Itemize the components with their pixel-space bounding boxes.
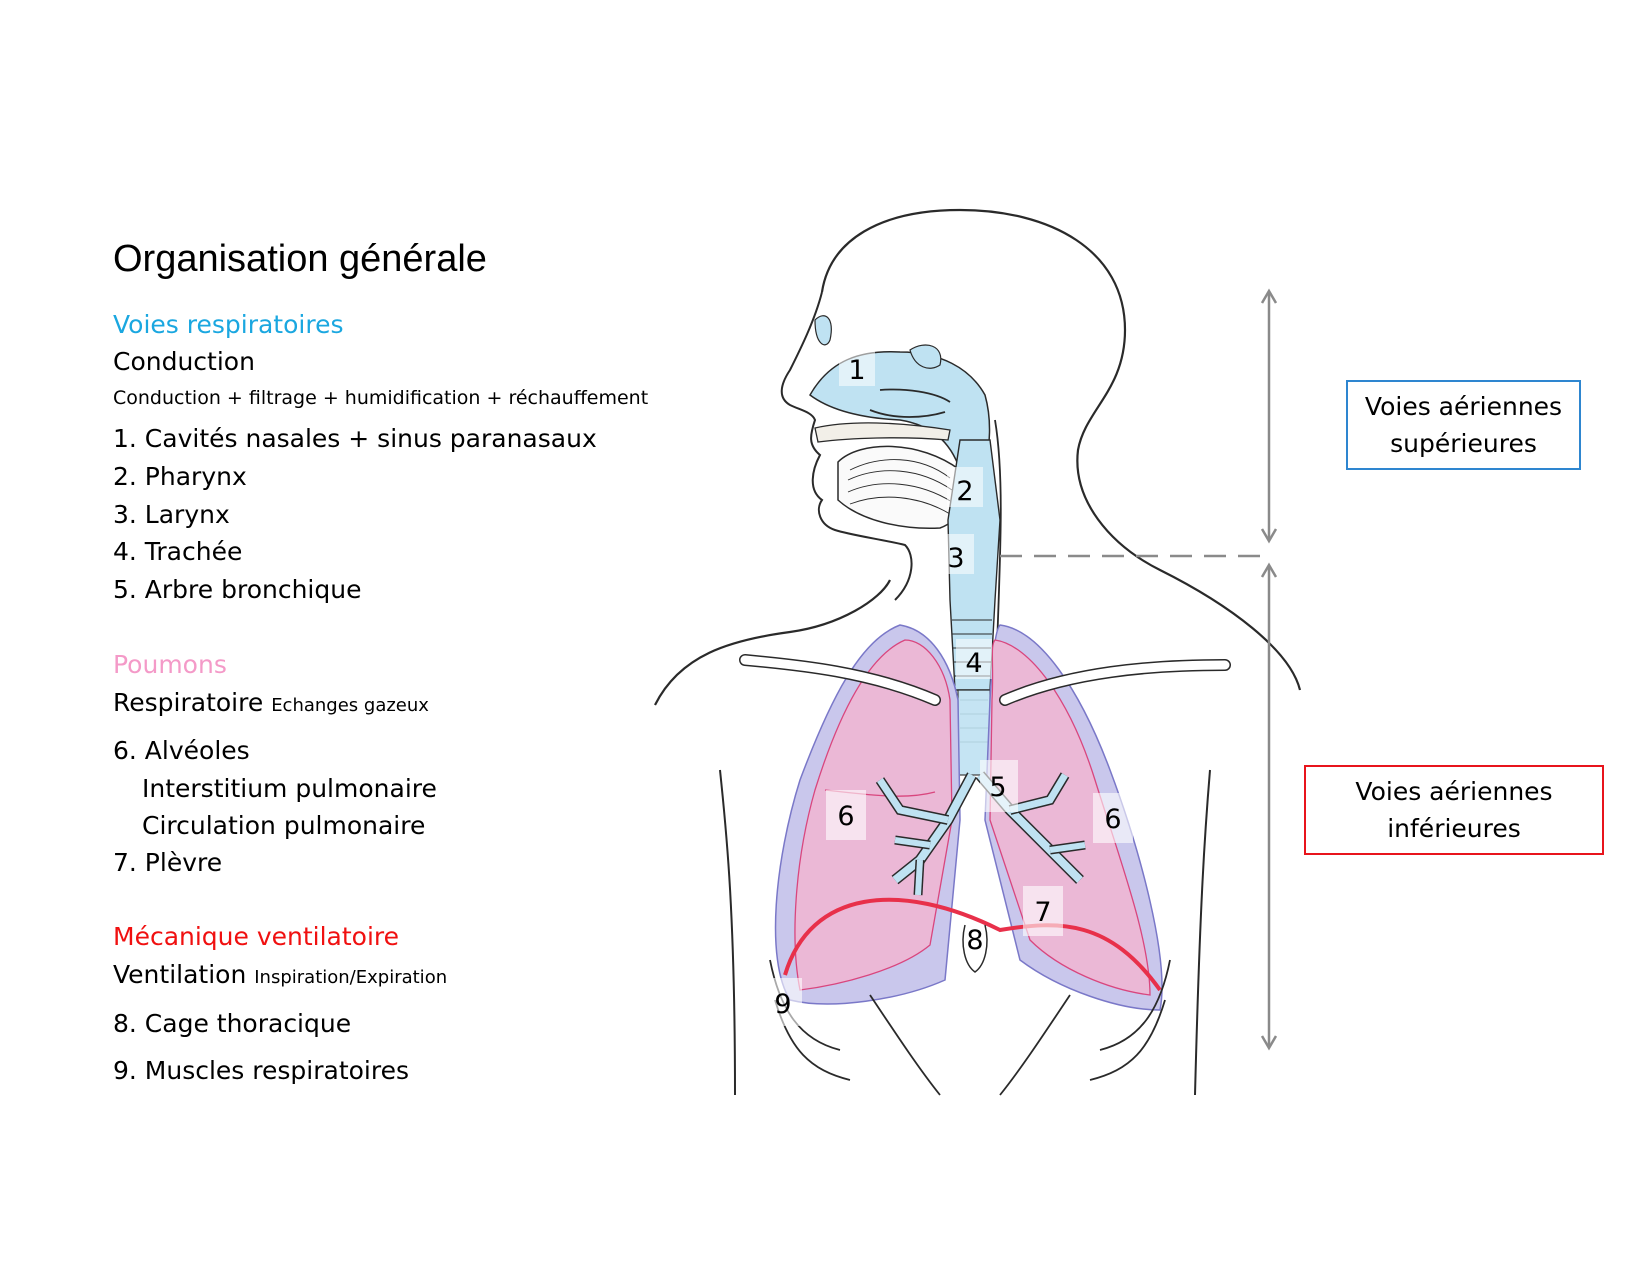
- label-8: 8: [966, 925, 983, 956]
- lower-airways-range-arrow: [1260, 562, 1278, 1051]
- upper-airways-label-box: Voies aériennes supérieures: [1346, 380, 1581, 470]
- section-subheading-conduction: Conduction: [113, 347, 255, 376]
- lower-airways-line1: Voies aériennes: [1355, 777, 1553, 806]
- label-3: 3: [947, 543, 964, 574]
- subheading-text: Respiratoire: [113, 688, 264, 717]
- section-heading-poumons: Poumons: [113, 650, 227, 679]
- section-heading-mecanique-ventilatoire: Mécanique ventilatoire: [113, 922, 400, 951]
- page-title: Organisation générale: [113, 238, 487, 280]
- list-item: 8. Cage thoracique: [113, 1009, 352, 1038]
- label-4: 4: [965, 648, 982, 679]
- list-item: Interstitium pulmonaire: [142, 774, 437, 803]
- upper-airways-line2: supérieures: [1390, 429, 1537, 458]
- label-9: 9: [774, 989, 791, 1020]
- label-5: 5: [989, 772, 1006, 803]
- label-7: 7: [1034, 897, 1051, 928]
- diaphragm: [783, 897, 1162, 992]
- face-profile: [780, 291, 913, 601]
- section-subheading-respiratoire: Respiratoire Echanges gazeux: [113, 688, 429, 717]
- sternum: [962, 924, 988, 973]
- upper-airways-line1: Voies aériennes: [1364, 392, 1563, 421]
- list-item: 2. Pharynx: [113, 462, 247, 491]
- lower-airways-line2: inférieures: [1387, 814, 1521, 843]
- list-item: 6. Alvéoles: [113, 736, 250, 765]
- label-6-left: 6: [837, 801, 854, 832]
- list-item: 3. Larynx: [113, 500, 230, 529]
- subheading-note: Echanges gazeux: [271, 695, 429, 716]
- list-item: 9. Muscles respiratoires: [113, 1056, 410, 1085]
- list-item: Circulation pulmonaire: [142, 811, 426, 840]
- section-heading-voies-respiratoires: Voies respiratoires: [113, 310, 344, 339]
- label-6-right: 6: [1104, 804, 1121, 835]
- lower-airways-label-box: Voies aériennes inférieures: [1304, 765, 1604, 855]
- diagram-number-labels: 1 2 3 4 5 6 6 7 8 9: [766, 346, 1133, 1026]
- body-outline: [820, 208, 1302, 691]
- list-item: 7. Plèvre: [113, 848, 223, 877]
- list-item: 4. Trachée: [113, 537, 243, 566]
- section-subheading-ventilation: Ventilation Inspiration/Expiration: [113, 960, 447, 989]
- list-item: 1. Cavités nasales + sinus paranasaux: [113, 424, 597, 453]
- label-1: 1: [848, 355, 865, 386]
- subheading-note: Inspiration/Expiration: [254, 967, 448, 988]
- tongue: [837, 445, 965, 529]
- section-description-conduction: Conduction + filtrage + humidification +…: [113, 387, 649, 409]
- list-item: 5. Arbre bronchique: [113, 575, 362, 604]
- label-2: 2: [956, 476, 973, 507]
- subheading-text: Ventilation: [113, 960, 247, 989]
- upper-airways-range-arrow: [1260, 288, 1278, 544]
